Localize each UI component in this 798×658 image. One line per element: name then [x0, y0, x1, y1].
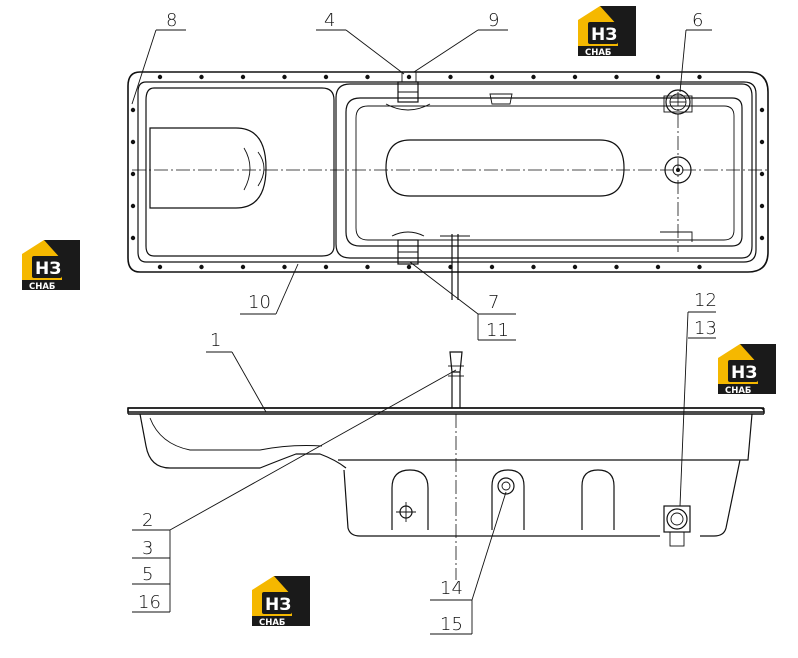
side-view — [127, 351, 765, 580]
callout-labels: 8 4 9 6 10 7 11 12 13 1 2 3 5 16 14 15 — [138, 10, 717, 635]
bolt-hole — [406, 264, 412, 270]
bolt-hole — [282, 264, 287, 270]
bolt-hole — [759, 171, 765, 177]
bolt-hole — [130, 139, 136, 145]
callout-4: 4 — [324, 10, 335, 31]
bolt-hole — [240, 74, 246, 80]
bolt-hole — [531, 74, 536, 80]
logo-box — [728, 360, 758, 382]
watermark-logo-top: НЗ СНАБ — [578, 6, 636, 58]
bolt-hole — [448, 264, 453, 270]
bolt-hole — [365, 74, 370, 80]
bolt-hole — [697, 264, 702, 270]
bolt-hole — [130, 107, 136, 113]
bolt-hole — [130, 235, 136, 241]
logo-text-bottom: СНАБ — [29, 282, 55, 292]
logo-text-bottom: СНАБ — [585, 48, 611, 58]
bolt-hole — [655, 74, 661, 80]
bolt-hole — [157, 74, 163, 80]
callout-9: 9 — [488, 10, 499, 31]
callout-11: 11 — [486, 320, 509, 341]
bolt-hole — [759, 235, 765, 241]
callout-14: 14 — [440, 578, 463, 599]
callout-15: 15 — [440, 614, 463, 635]
logo-text-bottom: СНАБ — [259, 618, 285, 628]
watermark-logo-right: НЗ СНАБ — [718, 344, 776, 396]
logo-strip — [252, 616, 310, 626]
bolt-hole — [199, 74, 204, 80]
bolt-hole — [614, 264, 619, 270]
flange-bolt-holes — [130, 74, 765, 270]
callout-10: 10 — [248, 292, 271, 313]
bolt-hole — [448, 74, 453, 80]
logo-text-top: НЗ — [731, 363, 757, 383]
bolt-hole — [323, 74, 329, 80]
callout-12: 12 — [694, 290, 717, 311]
logo-text-top: НЗ — [35, 259, 61, 279]
bolt-hole — [759, 203, 765, 209]
callout-16: 16 — [138, 592, 161, 613]
bolt-hole — [240, 264, 246, 270]
logo-strip — [718, 384, 776, 394]
logo-text-top: НЗ — [591, 25, 617, 45]
bolt-hole — [130, 203, 136, 209]
bolt-hole — [489, 264, 495, 270]
callout-3: 3 — [142, 538, 153, 559]
bolt-hole — [130, 171, 136, 177]
callout-1: 1 — [210, 330, 221, 351]
bolt-hole — [697, 74, 702, 80]
callout-5: 5 — [142, 564, 153, 585]
logo-text-bottom: СНАБ — [725, 386, 751, 396]
watermark-logo-left: НЗ СНАБ — [22, 240, 80, 292]
bolt-hole — [614, 74, 619, 80]
callout-6: 6 — [692, 10, 703, 31]
bolt-hole — [531, 264, 536, 270]
logo-box — [588, 22, 618, 44]
watermark-logo-bottom: НЗ СНАБ — [252, 576, 310, 628]
bolt-hole — [199, 264, 204, 270]
bolt-hole — [489, 74, 495, 80]
bolt-hole — [572, 264, 578, 270]
logo-strip — [22, 280, 80, 290]
logo-text-top: НЗ — [265, 595, 291, 615]
bolt-hole — [323, 264, 329, 270]
callout-leaders — [131, 29, 716, 635]
logo-box — [262, 592, 292, 614]
callout-2: 2 — [142, 510, 153, 531]
top-view — [127, 71, 770, 300]
callout-13: 13 — [694, 318, 717, 339]
logo-box — [32, 256, 62, 278]
bolt-hole — [365, 264, 370, 270]
bolt-hole — [759, 107, 765, 113]
bolt-hole — [759, 139, 765, 145]
logo-strip — [578, 46, 636, 56]
bolt-hole — [282, 74, 287, 80]
callout-8: 8 — [166, 10, 177, 31]
bolt-hole — [572, 74, 578, 80]
bolt-hole — [406, 74, 412, 80]
bolt-hole — [655, 264, 661, 270]
callout-7: 7 — [488, 292, 499, 313]
bolt-hole — [157, 264, 163, 270]
